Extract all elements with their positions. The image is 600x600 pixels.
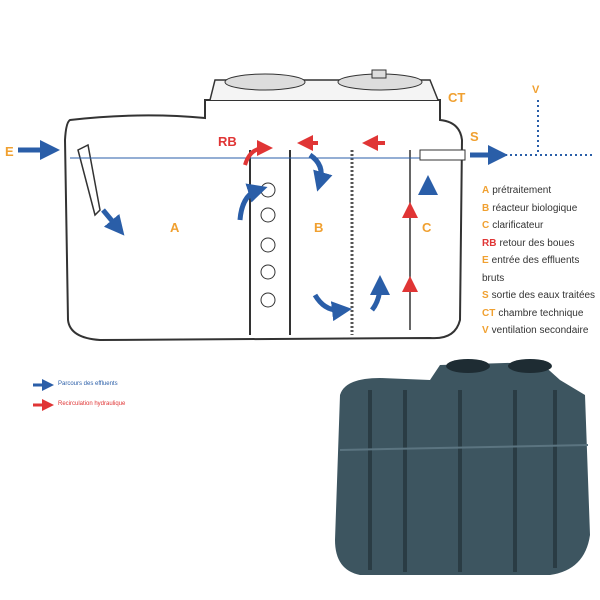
label-v: V <box>532 84 540 96</box>
legend-effluent-path: Parcours des effluents <box>58 381 118 387</box>
ventilation-lines <box>505 100 595 156</box>
effluent-flow-arrows <box>18 140 508 322</box>
legend-recirculation: Recirculation hydraulique <box>58 401 126 407</box>
label-rb: RB <box>218 134 237 149</box>
label-b: B <box>314 220 324 235</box>
tank-photo <box>335 359 590 575</box>
label-s: S <box>470 129 479 144</box>
label-a: A <box>170 220 180 235</box>
recirculation-arrows <box>243 135 418 292</box>
vent-cap <box>371 69 387 79</box>
label-ct: CT <box>448 90 466 105</box>
label-c: C <box>422 220 432 235</box>
label-e: E <box>5 144 14 159</box>
lid-left <box>224 73 306 91</box>
